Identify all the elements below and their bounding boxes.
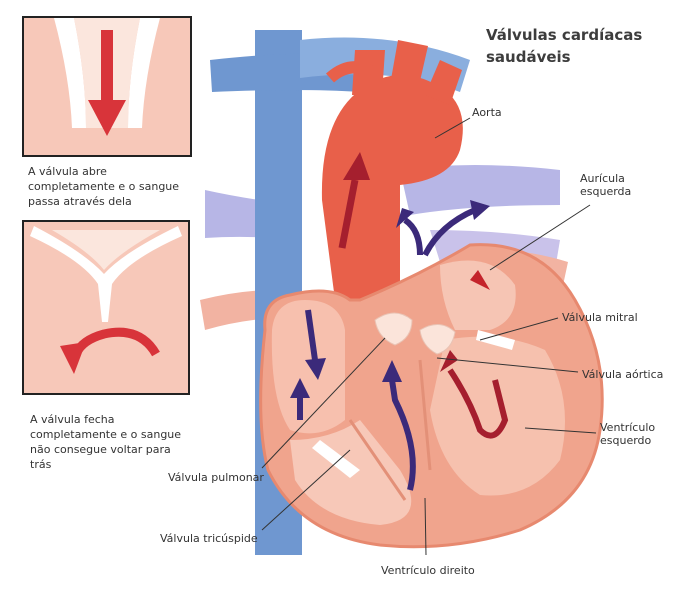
- label-left-ventricle-line-2: esquerdo: [600, 434, 652, 447]
- label-left-atrium-line-1: Aurícula: [580, 172, 625, 185]
- open-caption-line-1: A válvula abre: [28, 165, 107, 178]
- label-left-atrium-line-2: esquerda: [580, 185, 632, 198]
- right-atrium: [271, 300, 345, 434]
- label-aortic-valve: Válvula aórtica: [582, 368, 664, 381]
- pulmonary-vessel-right-upper: [400, 165, 560, 215]
- closed-caption-line-1: A válvula fecha: [30, 413, 115, 426]
- tricuspid-valve-shape: [312, 440, 360, 478]
- label-aorta: Aorta: [472, 106, 502, 119]
- title-line-1: Válvulas cardíacas: [486, 26, 643, 44]
- aortic-valve-shape: [419, 324, 456, 355]
- heart-body: [259, 243, 604, 549]
- open-caption-line-2: completamente e o sangue: [28, 180, 180, 193]
- label-pulmonary-valve: Válvula pulmonar: [168, 471, 264, 484]
- open-valve-caption: A válvula abre completamente e o sangue …: [28, 164, 179, 209]
- aorta: [321, 75, 463, 300]
- closed-valve-inset: [22, 220, 190, 395]
- open-valve-inset: [22, 16, 192, 157]
- right-ventricle: [290, 420, 412, 525]
- closed-valve-caption: A válvula fecha completamente e o sangue…: [30, 412, 181, 472]
- curved-arrow-head: [60, 342, 86, 374]
- down-arrow-head: [88, 100, 126, 136]
- closed-valve-illustration: [24, 222, 188, 393]
- down-arrow-shaft: [101, 30, 113, 102]
- closed-caption-line-4: trás: [30, 458, 52, 471]
- closed-caption-line-2: completamente e o sangue: [30, 428, 182, 441]
- open-caption-line-3: passa através dela: [28, 195, 132, 208]
- left-ventricle: [430, 336, 565, 496]
- diagram-title: Válvulas cardíacas saudáveis: [486, 24, 666, 68]
- label-left-atrium: Aurícula esquerda: [580, 172, 631, 198]
- label-mitral-valve: Válvula mitral: [562, 311, 638, 324]
- label-right-ventricle: Ventrículo direito: [381, 564, 475, 577]
- left-atrium: [440, 260, 516, 330]
- label-left-ventricle-line-1: Ventrículo: [600, 421, 656, 434]
- label-left-ventricle: Ventrículo esquerdo: [600, 421, 655, 447]
- label-tricuspid-valve: Válvula tricúspide: [160, 532, 258, 545]
- open-valve-illustration: [24, 18, 190, 155]
- pulmonary-vessel-left: [205, 190, 300, 240]
- closed-caption-line-3: não consegue voltar para: [30, 443, 171, 456]
- mitral-valve-shape: [476, 330, 515, 350]
- pulmonary-vessel-right-lower: [430, 230, 560, 270]
- title-line-2: saudáveis: [486, 48, 571, 66]
- pulmonary-valve-shape: [374, 312, 413, 346]
